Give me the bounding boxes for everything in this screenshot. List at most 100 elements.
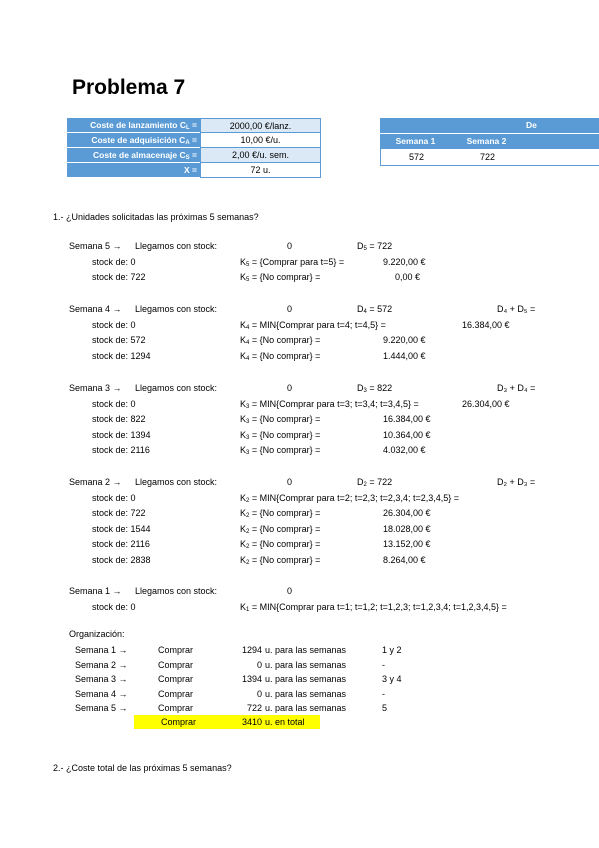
parameters-table: Coste de lanzamiento CL = 2000,00 €/lanz…	[67, 118, 321, 178]
question-1: 1.- ¿Unidades solicitadas las próximas 5…	[53, 212, 259, 222]
stock-row-label: stock de: 0	[92, 601, 136, 612]
stock-row-label: stock de: 722	[92, 272, 146, 283]
param-label: Coste de lanzamiento CL =	[67, 118, 200, 133]
org-week: Semana 2 →	[75, 659, 128, 670]
block-demand-sum: D₄ + D₅ =	[497, 304, 536, 314]
org-qty: 1294	[241, 645, 262, 655]
param-row: X = 72 u.	[67, 163, 321, 178]
cost-value: 4.032,00 €	[383, 445, 426, 456]
block-week-label: Semana 1 →	[69, 586, 122, 596]
cost-formula: K2 = {No comprar} =	[240, 508, 321, 520]
cost-formula: K4 = {No comprar} =	[240, 350, 321, 362]
total-action: Comprar	[161, 717, 197, 727]
org-weeks: 1 y 2	[382, 645, 402, 655]
block-initial-stock: 0	[287, 477, 293, 487]
org-qty: 0	[256, 688, 262, 699]
org-week: Semana 4 →	[75, 688, 128, 699]
org-qty: 0	[256, 659, 262, 670]
block-week-label: Semana 5 →	[69, 241, 122, 251]
stock-row-label: stock de: 2838	[92, 555, 151, 565]
stock-row-label: stock de: 1294	[92, 350, 151, 361]
cost-value: 0,00 €	[395, 272, 421, 283]
org-qty: 722	[246, 703, 262, 713]
cost-value: 16.384,00 €	[383, 414, 431, 425]
cost-formula: K3 = {No comprar} =	[240, 445, 321, 457]
demand-value[interactable]: 572	[408, 152, 425, 162]
stock-row-label: stock de: 0	[92, 319, 136, 330]
total-qty: 3410	[241, 717, 262, 727]
organization-title: Organización:	[69, 629, 125, 639]
stock-row-label: stock de: 2116	[92, 539, 150, 550]
question-2: 2.- ¿Coste total de las próximas 5 seman…	[53, 763, 232, 773]
block-demand: D2 = 722	[357, 477, 393, 488]
block-arrive-label: Llegamos con stock:	[135, 383, 218, 393]
org-action: Comprar	[158, 674, 194, 684]
cost-value: 9.220,00 €	[383, 256, 426, 267]
block-arrive-label: Llegamos con stock:	[135, 241, 218, 251]
demand-value[interactable]: 722	[479, 152, 496, 162]
block-week-label: Semana 2 →	[69, 477, 122, 487]
demand-header: De	[380, 118, 599, 133]
demand-values: 572 722	[380, 149, 599, 166]
param-value[interactable]: 72 u.	[200, 163, 321, 178]
org-weeks: 5	[382, 703, 388, 713]
param-row: Coste de almacenaje CS = 2,00 €/u. sem.	[67, 148, 321, 163]
cost-formula: K4 = MIN{Comprar para t=4; t=4,5} =	[240, 319, 386, 331]
cost-value: 10.364,00 €	[383, 429, 431, 440]
cost-value: 9.220,00 €	[383, 335, 426, 346]
total-unit: u. en total	[265, 717, 305, 727]
block-demand-sum: D₂ + D₃ =	[497, 477, 536, 487]
org-week: Semana 1 →	[75, 645, 128, 655]
block-week-label: Semana 4 →	[69, 304, 122, 314]
stock-row-label: stock de: 0	[92, 398, 136, 409]
cost-formula: K2 = MIN{Comprar para t=2; t=2,3; t=2,3,…	[240, 492, 459, 504]
cost-formula: K2 = {No comprar} =	[240, 539, 321, 551]
cost-formula: K3 = {No comprar} =	[240, 414, 321, 426]
block-arrive-label: Llegamos con stock:	[135, 586, 218, 596]
stock-row-label: stock de: 722	[92, 508, 146, 519]
org-weeks: -	[382, 688, 385, 699]
block-initial-stock: 0	[287, 383, 293, 393]
cost-formula: K3 = {No comprar} =	[240, 429, 321, 441]
cost-value: 13.152,00 €	[383, 539, 431, 550]
stock-row-label: stock de: 572	[92, 335, 146, 346]
org-unit: u. para las semanas	[265, 703, 347, 713]
block-demand: D3 = 822	[357, 383, 393, 394]
org-unit: u. para las semanas	[265, 645, 347, 655]
param-value[interactable]: 2,00 €/u. sem.	[200, 148, 321, 163]
stock-row-label: stock de: 1394	[92, 429, 151, 440]
cost-formula: K2 = {No comprar} =	[240, 523, 321, 535]
block-arrive-label: Llegamos con stock:	[135, 304, 218, 314]
demand-table: De Semana 1 Semana 2 572 722	[380, 118, 599, 166]
block-demand-sum: D₃ + D₄ =	[497, 383, 536, 393]
org-action: Comprar	[158, 645, 194, 655]
param-row: Coste de lanzamiento CL = 2000,00 €/lanz…	[67, 118, 321, 133]
demand-week-headers: Semana 1 Semana 2	[380, 133, 599, 149]
org-week: Semana 3 →	[75, 674, 128, 684]
block-week-label: Semana 3 →	[69, 383, 122, 393]
cost-formula: K3 = MIN{Comprar para t=3; t=3,4; t=3,4,…	[240, 398, 419, 410]
param-value[interactable]: 2000,00 €/lanz.	[200, 118, 321, 133]
cost-value: 16.384,00 €	[462, 319, 510, 330]
stock-row-label: stock de: 1544	[92, 523, 151, 534]
cost-formula: K5 = {Comprar para t=5} =	[240, 256, 345, 268]
stock-row-label: stock de: 2116	[92, 445, 150, 456]
cost-value: 1.444,00 €	[383, 350, 426, 361]
demand-week-header: Semana 2	[466, 136, 507, 146]
stock-row-label: stock de: 0	[92, 492, 136, 503]
org-action: Comprar	[158, 688, 194, 699]
org-weeks: -	[382, 659, 385, 670]
cost-value: 8.264,00 €	[383, 555, 426, 565]
param-value[interactable]: 10,00 €/u.	[200, 133, 321, 148]
page-title: Problema 7	[72, 76, 186, 99]
block-demand: D5 = 722	[357, 241, 393, 252]
block-demand: D4 = 572	[357, 304, 393, 315]
block-initial-stock: 0	[287, 241, 293, 251]
param-label: Coste de almacenaje CS =	[67, 148, 200, 163]
block-initial-stock: 0	[287, 586, 293, 596]
cost-value: 26.304,00 €	[383, 508, 431, 519]
org-action: Comprar	[158, 703, 194, 713]
org-qty: 1394	[241, 674, 262, 684]
org-unit: u. para las semanas	[265, 659, 347, 670]
org-week: Semana 5 →	[75, 703, 128, 713]
